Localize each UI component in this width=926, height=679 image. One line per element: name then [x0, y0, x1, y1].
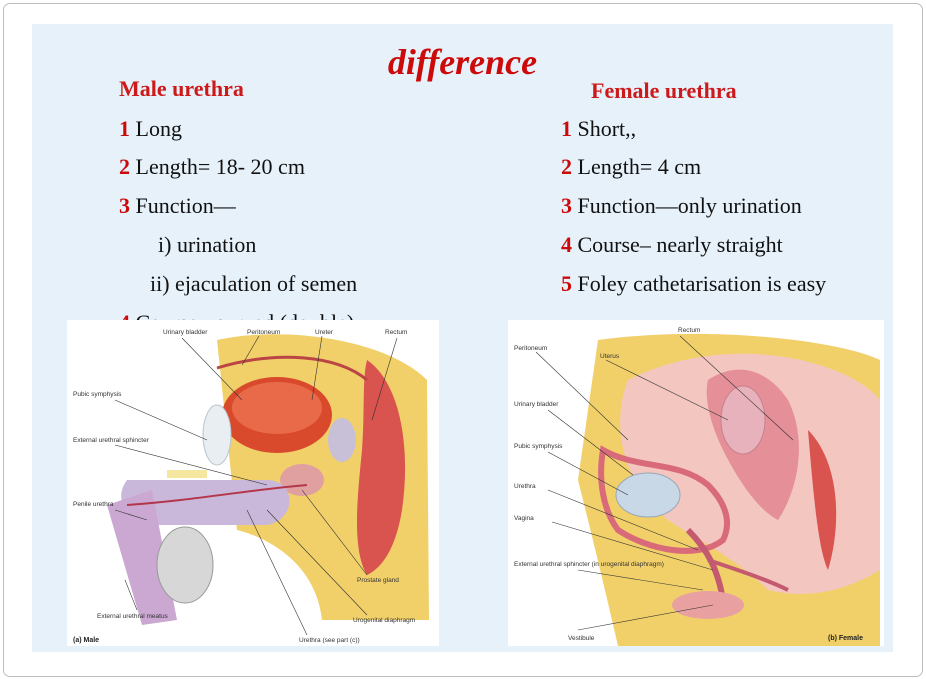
male-item-2-text: Length= 18- 20 cm	[136, 154, 305, 179]
male-label-prostate-gland: Prostate gland	[357, 577, 399, 584]
male-subitem-2: ii) ejaculation of semen	[150, 271, 357, 297]
female-label-rectum: Rectum	[678, 327, 700, 334]
female-item-4-text: Course– nearly straight	[578, 232, 783, 257]
female-item-4: 4 Course– nearly straight	[561, 232, 783, 258]
female-label-vestibule: Vestibule	[568, 635, 595, 642]
male-subitem-1: i) urination	[158, 232, 256, 258]
female-label-external-urethral-sphincter: External urethral sphincter (in urogenit…	[514, 561, 664, 568]
slide: difference Male urethra Female urethra 1…	[32, 24, 893, 652]
male-heading: Male urethra	[119, 76, 244, 102]
female-heading: Female urethra	[591, 78, 737, 104]
male-label-peritoneum: Peritoneum	[247, 329, 280, 336]
male-label-penile-urethra: Penile urethra	[73, 501, 114, 508]
male-item-3-text: Function—	[136, 193, 236, 218]
male-item-3-num: 3	[119, 193, 130, 218]
male-label-ureter: Ureter	[315, 329, 334, 336]
female-label-uterus: Uterus	[600, 353, 620, 360]
female-anatomy-illustration: Rectum Peritoneum Uterus Urinary bladder…	[508, 320, 884, 646]
female-item-5: 5 Foley cathetarisation is easy	[561, 271, 826, 297]
male-label-urogenital-diaphragm: Urogenital diaphragm	[353, 617, 415, 624]
female-label-peritoneum: Peritoneum	[514, 345, 547, 352]
male-label-pubic-symphysis: Pubic symphysis	[73, 391, 122, 398]
female-item-2-text: Length= 4 cm	[578, 154, 702, 179]
male-item-1-num: 1	[119, 116, 130, 141]
male-label-urinary-bladder: Urinary bladder	[163, 329, 208, 336]
male-label-external-urethral-sphincter: External urethral sphincter	[73, 437, 150, 444]
female-item-5-text: Foley cathetarisation is easy	[578, 271, 827, 296]
female-item-2: 2 Length= 4 cm	[561, 154, 701, 180]
male-figure-caption: (a) Male	[73, 637, 99, 644]
female-item-1-num: 1	[561, 116, 572, 141]
male-label-external-urethral-meatus: External urethral meatus	[97, 613, 169, 620]
female-item-1-text: Short,,	[578, 116, 637, 141]
female-item-3-text: Function—only urination	[578, 193, 802, 218]
female-anatomy-figure: Rectum Peritoneum Uterus Urinary bladder…	[508, 320, 884, 646]
male-item-2-num: 2	[119, 154, 130, 179]
male-item-2: 2 Length= 18- 20 cm	[119, 154, 305, 180]
female-label-vagina: Vagina	[514, 515, 534, 522]
female-item-5-num: 5	[561, 271, 572, 296]
female-item-2-num: 2	[561, 154, 572, 179]
female-item-4-num: 4	[561, 232, 572, 257]
male-anatomy-illustration: Urinary bladder Peritoneum Ureter Rectum…	[67, 320, 439, 646]
male-item-1: 1 Long	[119, 116, 182, 142]
male-label-urethra: Urethra (see part (c))	[299, 637, 360, 644]
male-item-3: 3 Function—	[119, 193, 236, 219]
female-item-3-num: 3	[561, 193, 572, 218]
female-figure-caption: (b) Female	[828, 635, 863, 642]
female-label-urinary-bladder: Urinary bladder	[514, 401, 559, 408]
female-label-urethra: Urethra	[514, 483, 536, 490]
female-label-pubic-symphysis: Pubic symphysis	[514, 443, 563, 450]
female-item-1: 1 Short,,	[561, 116, 636, 142]
male-item-1-text: Long	[136, 116, 182, 141]
male-anatomy-figure: Urinary bladder Peritoneum Ureter Rectum…	[67, 320, 439, 646]
female-item-3: 3 Function—only urination	[561, 193, 802, 219]
male-label-rectum: Rectum	[385, 329, 407, 336]
